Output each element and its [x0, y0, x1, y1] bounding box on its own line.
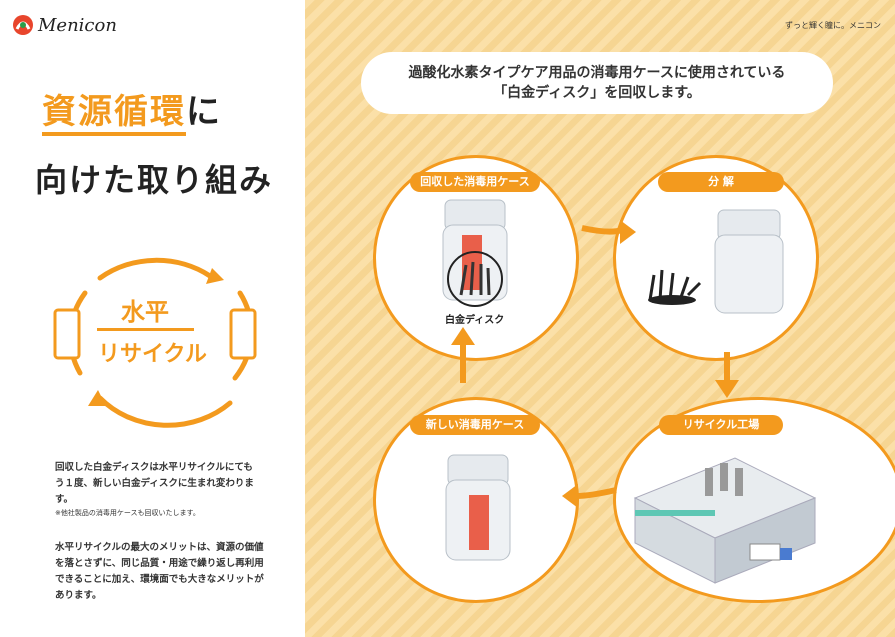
arrow-left-icon — [562, 484, 617, 508]
brand-name: Menicon — [38, 14, 117, 36]
cycle-label-line1: 水平 — [121, 298, 169, 326]
step-new-case-label: 新しい消毒用ケース — [410, 415, 540, 435]
arrow-right-icon — [581, 220, 636, 244]
body-paragraph-1: 回収した白金ディスクは水平リサイクルにても う１度、新しい白金ディスクに生まれ変… — [55, 462, 254, 505]
page-title-line1: 資源循環に — [42, 84, 222, 136]
step-disassemble-label: 分 解 — [658, 172, 784, 192]
recycle-factory-image — [633, 457, 817, 584]
disk-highlight-circle — [447, 251, 503, 307]
cycle-label-line2: リサイクル — [98, 342, 207, 367]
menicon-logo: Menicon — [12, 14, 117, 36]
cycle-divider — [97, 328, 194, 331]
disassembled-parts-image — [648, 209, 784, 314]
tagline: ずっと輝く瞳に。メニコン — [785, 21, 881, 30]
step-collected-label: 回収した消毒用ケース — [410, 172, 540, 192]
disk-label: 白金ディスク — [445, 315, 505, 326]
title-highlight: 資源循環 — [42, 92, 186, 136]
body-note: ※他社製品の消毒用ケースも回収いたします。 — [55, 509, 200, 517]
body-paragraph-2: 水平リサイクルの最大のメリットは、資源の価値を落とさずに、同じ品質・用途で繰り返… — [55, 542, 264, 601]
header-bubble: 過酸化水素タイプケア用品の消毒用ケースに使用されている 「白金ディスク」を回収し… — [361, 52, 833, 114]
arrow-up-icon — [451, 327, 475, 383]
menicon-logo-icon — [13, 15, 33, 35]
arrow-down-icon — [715, 352, 739, 398]
new-case-image — [445, 454, 511, 561]
bubble-line1: 過酸化水素タイプケア用品の消毒用ケースに使用されている — [408, 65, 786, 81]
page-title-line2: 向けた取り組み — [35, 161, 274, 199]
title-rest: に — [186, 92, 222, 132]
recycle-cycle-icon — [53, 257, 257, 428]
used-case-image — [442, 199, 508, 301]
step-factory-label: リサイクル工場 — [659, 415, 783, 435]
bubble-line2: 「白金ディスク」を回収します。 — [493, 85, 701, 101]
